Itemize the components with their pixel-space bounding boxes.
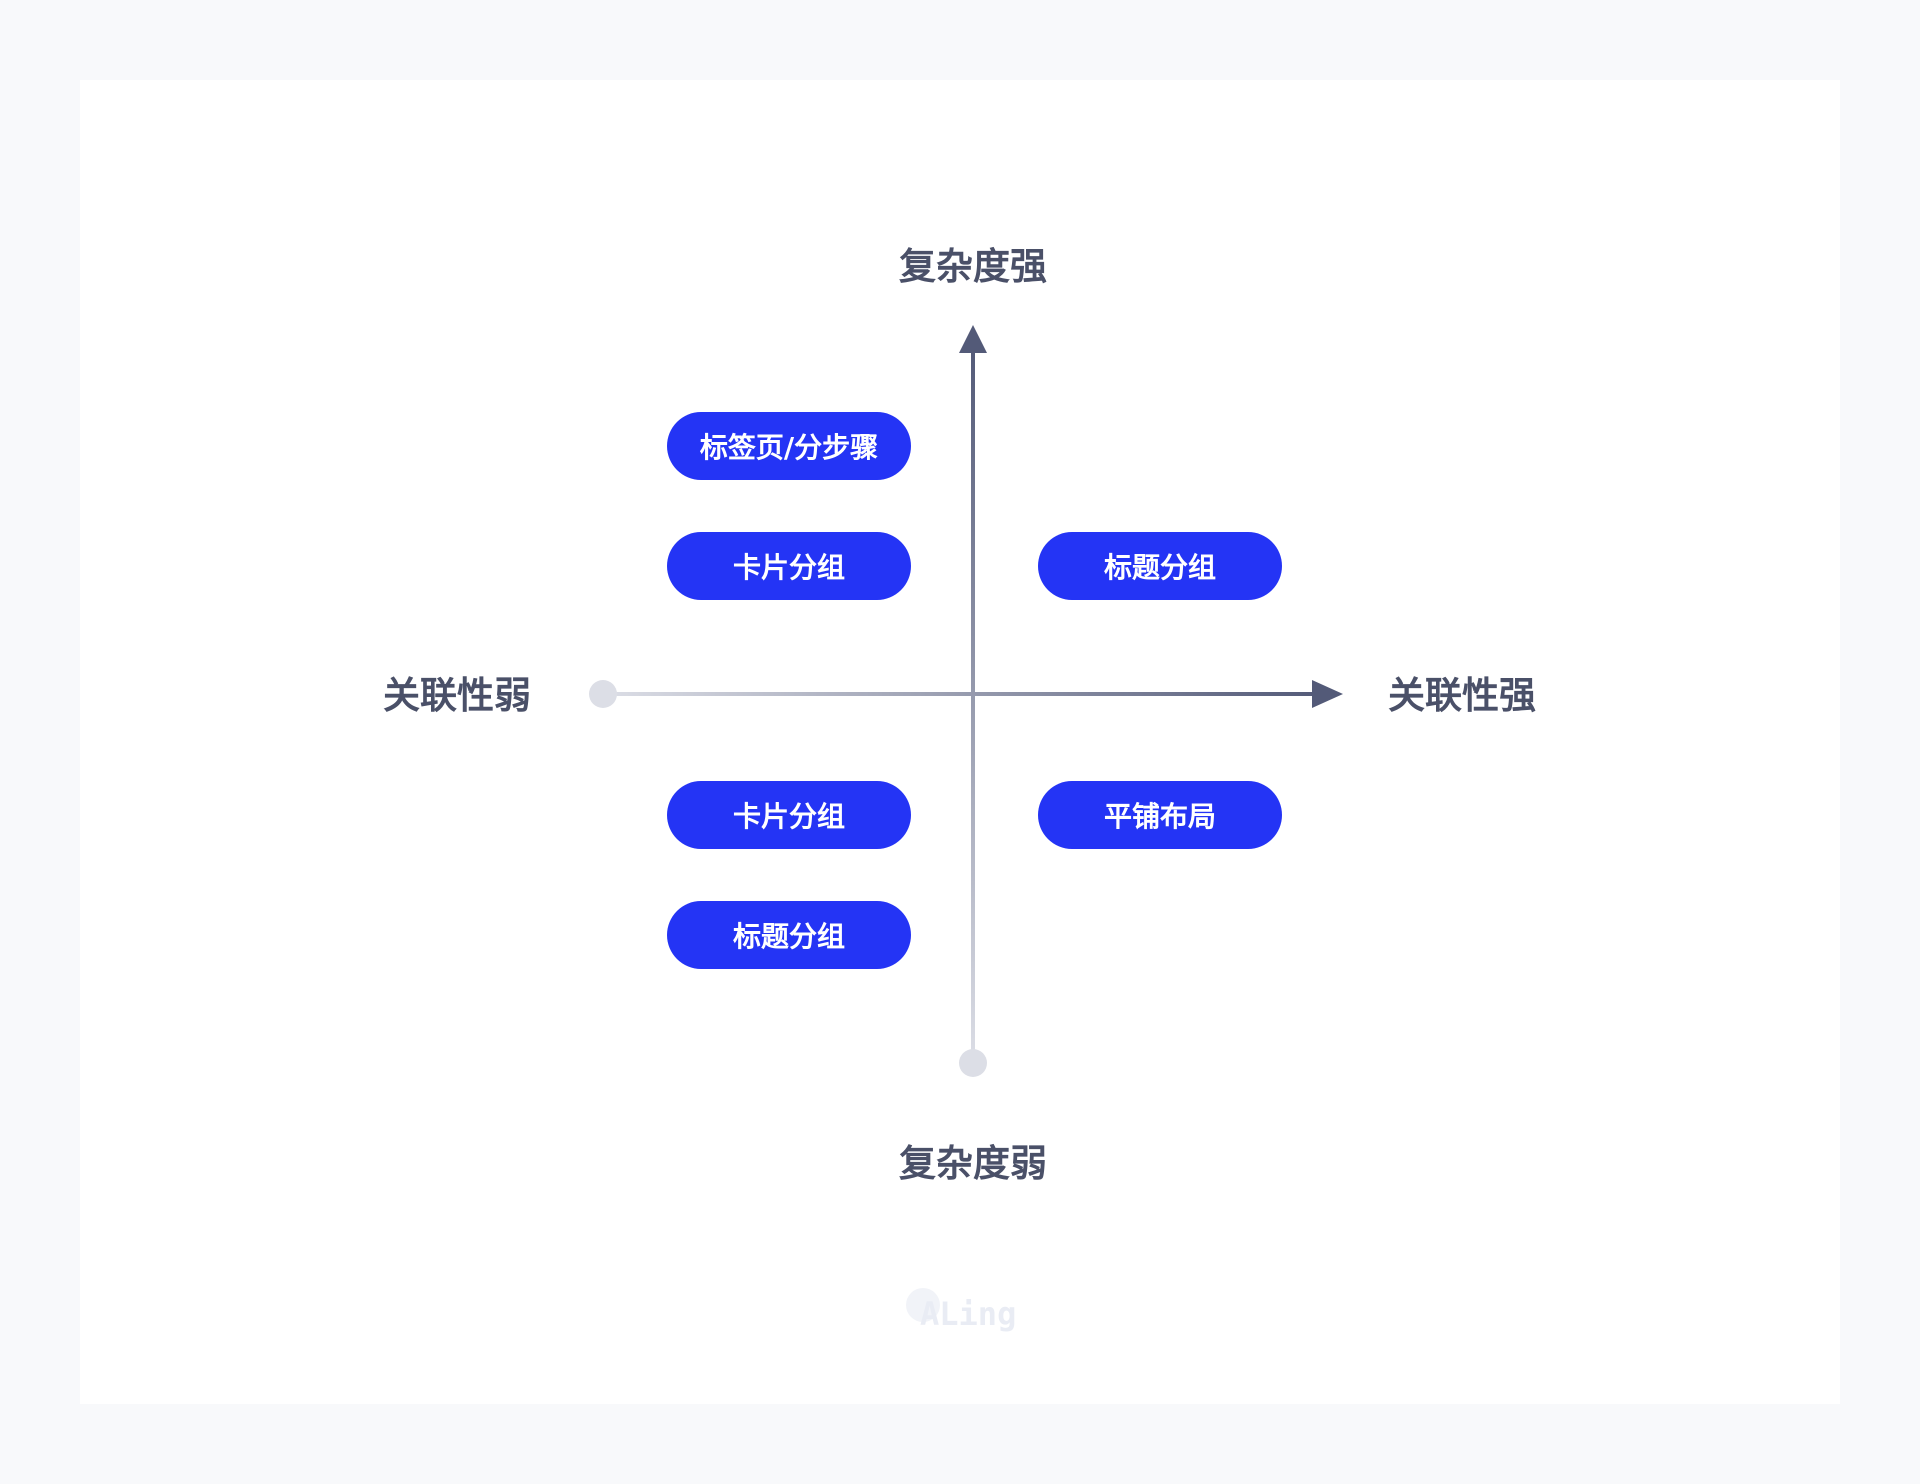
pill-title-group-top: 标题分组	[1038, 532, 1282, 600]
pill-card-group-top: 卡片分组	[667, 532, 911, 600]
axis-label-relevance-low: 关联性弱	[383, 674, 531, 717]
pill-tabs-steps: 标签页/分步骤	[667, 412, 911, 480]
vertical-axis-start-dot	[959, 1049, 987, 1077]
horizontal-axis-start-dot	[589, 680, 617, 708]
pill-flat-layout: 平铺布局	[1038, 781, 1282, 849]
axis-label-complexity-low: 复杂度弱	[899, 1142, 1047, 1185]
watermark-logo: ALing	[906, 1286, 1016, 1342]
axis-label-relevance-high: 关联性强	[1388, 674, 1536, 717]
watermark-blob-icon	[906, 1288, 940, 1322]
horizontal-axis-arrowhead	[1312, 680, 1343, 708]
watermark-text: ALing	[920, 1295, 1017, 1333]
pill-card-group-bottom: 卡片分组	[667, 781, 911, 849]
pill-title-group-bottom: 标题分组	[667, 901, 911, 969]
axis-label-complexity-high: 复杂度强	[899, 245, 1047, 288]
diagram-card	[80, 80, 1840, 1404]
vertical-axis-arrowhead	[959, 325, 987, 353]
